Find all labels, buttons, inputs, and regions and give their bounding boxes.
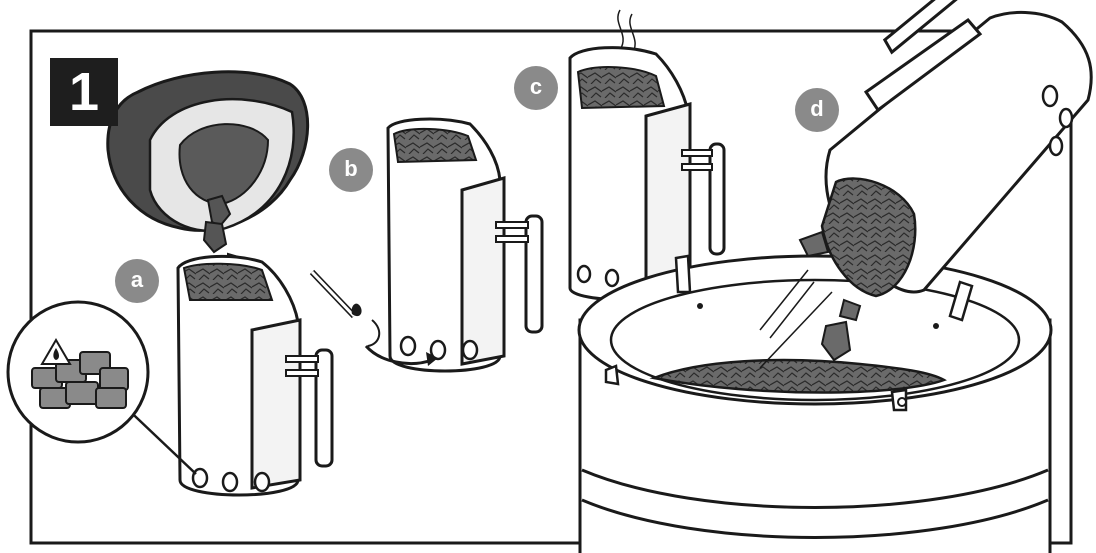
- sub-step-label-b: b: [329, 148, 373, 192]
- chimney-a: [178, 256, 332, 495]
- chimney-b: [388, 119, 542, 371]
- sub-step-label-d: d: [795, 88, 839, 132]
- chimney-c: [570, 10, 724, 300]
- match-icon: [312, 272, 379, 346]
- step-number-badge: 1: [50, 58, 118, 126]
- sub-step-label-c: c: [514, 66, 558, 110]
- sub-step-label-a: a: [115, 259, 159, 303]
- lighter-cubes-callout: [8, 302, 196, 474]
- charcoal-bag: [108, 72, 308, 270]
- grill-drum: [579, 256, 1051, 553]
